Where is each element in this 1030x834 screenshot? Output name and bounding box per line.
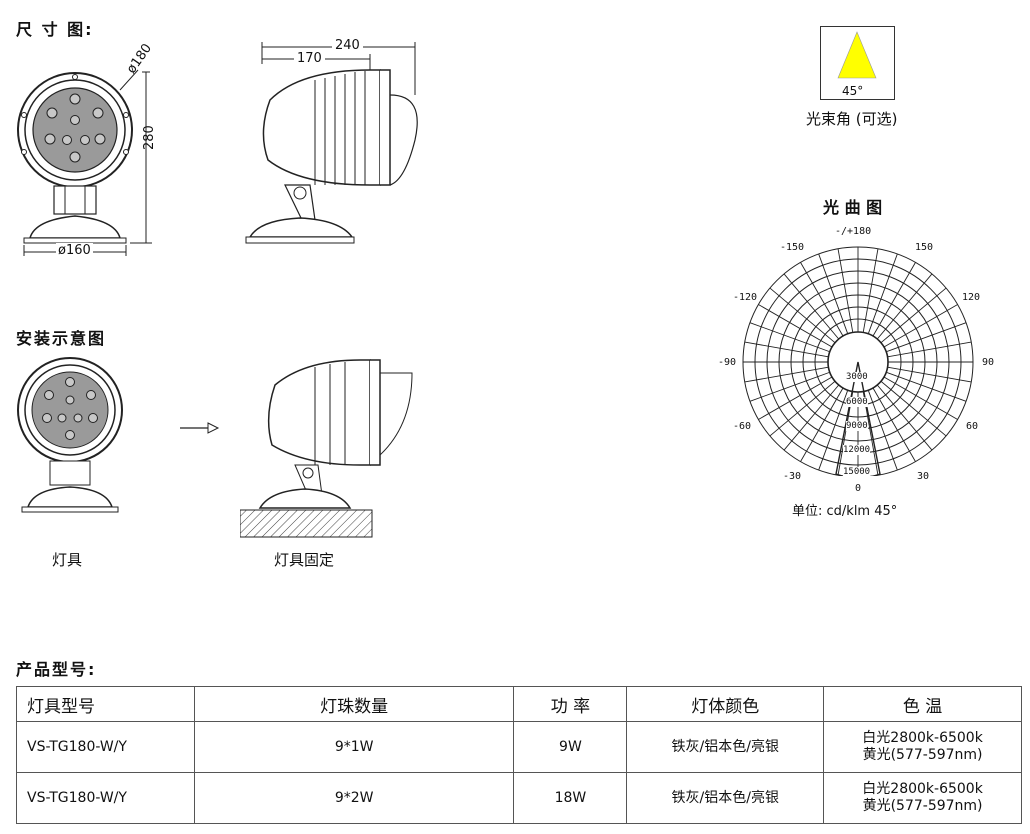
side-view-drawing bbox=[245, 42, 418, 244]
front-view-drawing bbox=[17, 69, 152, 256]
polar-spoke bbox=[818, 253, 849, 334]
cell-color: 铁灰/铝本色/亮银 bbox=[626, 721, 825, 773]
curve-title: 光 曲 图 bbox=[823, 198, 883, 217]
cell-temp: 白光2800k-6500k 黄光(577-597nm) bbox=[823, 772, 1022, 824]
cell-model: VS-TG180-W/Y bbox=[16, 772, 195, 824]
polar-spoke bbox=[883, 376, 958, 420]
polar-spoke bbox=[749, 322, 830, 353]
polar-curve-diagram bbox=[742, 246, 974, 476]
cell-power: 18W bbox=[513, 772, 628, 824]
polar-label-l150: -150 bbox=[780, 242, 805, 253]
dim-height-280: 280 bbox=[142, 125, 157, 150]
polar-spoke bbox=[800, 387, 844, 462]
polar-spoke bbox=[769, 287, 836, 344]
cell-temp: 白光2800k-6500k 黄光(577-597nm) bbox=[823, 721, 1022, 773]
polar-spoke bbox=[744, 341, 829, 358]
polar-label-r150: 150 bbox=[915, 242, 934, 253]
polar-spoke bbox=[744, 366, 829, 383]
install-left-caption: 灯具 bbox=[52, 551, 83, 569]
polar-ring-6000: 6000 bbox=[846, 397, 868, 407]
table-row: VS-TG180-W/Y 9*2W 18W 铁灰/铝本色/亮银 白光2800k-… bbox=[16, 772, 1022, 824]
cell-temp-yellow: 黄光(577-597nm) bbox=[862, 747, 983, 763]
cell-color: 铁灰/铝本色/亮银 bbox=[626, 772, 825, 824]
beam-angle-value: 45° bbox=[842, 84, 864, 98]
install-fixture-drawing bbox=[17, 357, 123, 513]
beam-angle-icon bbox=[820, 26, 895, 100]
header-beads: 灯珠数量 bbox=[193, 686, 515, 722]
dim-width-170: 170 bbox=[294, 51, 325, 66]
polar-ring-12000: 12000 bbox=[843, 445, 871, 455]
polar-label-r90: 90 bbox=[982, 357, 995, 368]
models-title: 产品型号: bbox=[16, 660, 97, 679]
polar-spoke bbox=[783, 273, 840, 340]
polar-spoke bbox=[862, 248, 879, 333]
polar-label-r60: 60 bbox=[966, 421, 979, 432]
polar-spoke bbox=[800, 262, 844, 337]
polar-label-l30: -30 bbox=[783, 471, 802, 482]
install-title: 安装示意图 bbox=[16, 329, 107, 348]
polar-spoke bbox=[867, 253, 898, 334]
polar-spoke bbox=[769, 380, 836, 437]
polar-spoke bbox=[783, 384, 840, 451]
polar-spoke bbox=[876, 384, 933, 451]
polar-spoke bbox=[886, 322, 967, 353]
polar-spoke bbox=[872, 262, 916, 337]
polar-spoke bbox=[883, 304, 958, 348]
arrow-right-icon bbox=[180, 422, 220, 434]
polar-spoke bbox=[886, 371, 967, 402]
table-header-row: 灯具型号 灯珠数量 功 率 灯体颜色 色 温 bbox=[16, 686, 1022, 722]
polar-spoke bbox=[818, 390, 849, 471]
product-model-table: 灯具型号 灯珠数量 功 率 灯体颜色 色 温 VS-TG180-W/Y 9*1W… bbox=[16, 686, 1022, 824]
polar-ring-9000: 9000 bbox=[846, 421, 868, 431]
polar-spoke bbox=[887, 366, 972, 383]
header-model: 灯具型号 bbox=[16, 686, 195, 722]
polar-spoke bbox=[749, 371, 830, 402]
polar-ring-15000: 15000 bbox=[843, 467, 871, 477]
polar-spoke bbox=[880, 287, 947, 344]
cell-beads: 9*1W bbox=[193, 721, 515, 773]
polar-label-r30: 30 bbox=[917, 471, 930, 482]
polar-label-top: -/+180 bbox=[835, 226, 872, 237]
dim-dia-160: ø160 bbox=[56, 243, 93, 258]
polar-spoke bbox=[758, 304, 833, 348]
dimension-title: 尺 寸 图: bbox=[16, 20, 94, 39]
install-right-caption: 灯具固定 bbox=[274, 551, 335, 569]
header-temp: 色 温 bbox=[823, 686, 1022, 722]
cell-temp-white: 白光2800k-6500k bbox=[862, 781, 983, 797]
polar-spoke bbox=[837, 248, 854, 333]
cell-beads: 9*2W bbox=[193, 772, 515, 824]
header-power: 功 率 bbox=[513, 686, 628, 722]
polar-spoke bbox=[880, 380, 947, 437]
polar-label-l120: -120 bbox=[733, 292, 758, 303]
polar-label-l90: -90 bbox=[718, 357, 737, 368]
polar-unit: 单位: cd/klm 45° bbox=[792, 504, 898, 519]
install-mounted-drawing bbox=[240, 359, 413, 538]
polar-spoke bbox=[876, 273, 933, 340]
table-row: VS-TG180-W/Y 9*1W 9W 铁灰/铝本色/亮银 白光2800k-6… bbox=[16, 721, 1022, 773]
polar-label-l60: -60 bbox=[733, 421, 752, 432]
dim-width-240: 240 bbox=[332, 38, 363, 53]
polar-spoke bbox=[867, 390, 898, 471]
beam-angle-caption: 光束角 (可选) bbox=[806, 110, 898, 128]
header-color: 灯体颜色 bbox=[626, 686, 825, 722]
cell-temp-white: 白光2800k-6500k bbox=[862, 730, 983, 746]
polar-label-r120: 120 bbox=[962, 292, 981, 303]
polar-spoke bbox=[758, 376, 833, 420]
polar-label-bottom: 0 bbox=[855, 483, 862, 494]
cell-temp-yellow: 黄光(577-597nm) bbox=[862, 798, 983, 814]
polar-ring-3000: 3000 bbox=[846, 372, 868, 382]
polar-spoke bbox=[872, 387, 916, 462]
cell-model: VS-TG180-W/Y bbox=[16, 721, 195, 773]
polar-spoke bbox=[887, 341, 972, 358]
cell-power: 9W bbox=[513, 721, 628, 773]
